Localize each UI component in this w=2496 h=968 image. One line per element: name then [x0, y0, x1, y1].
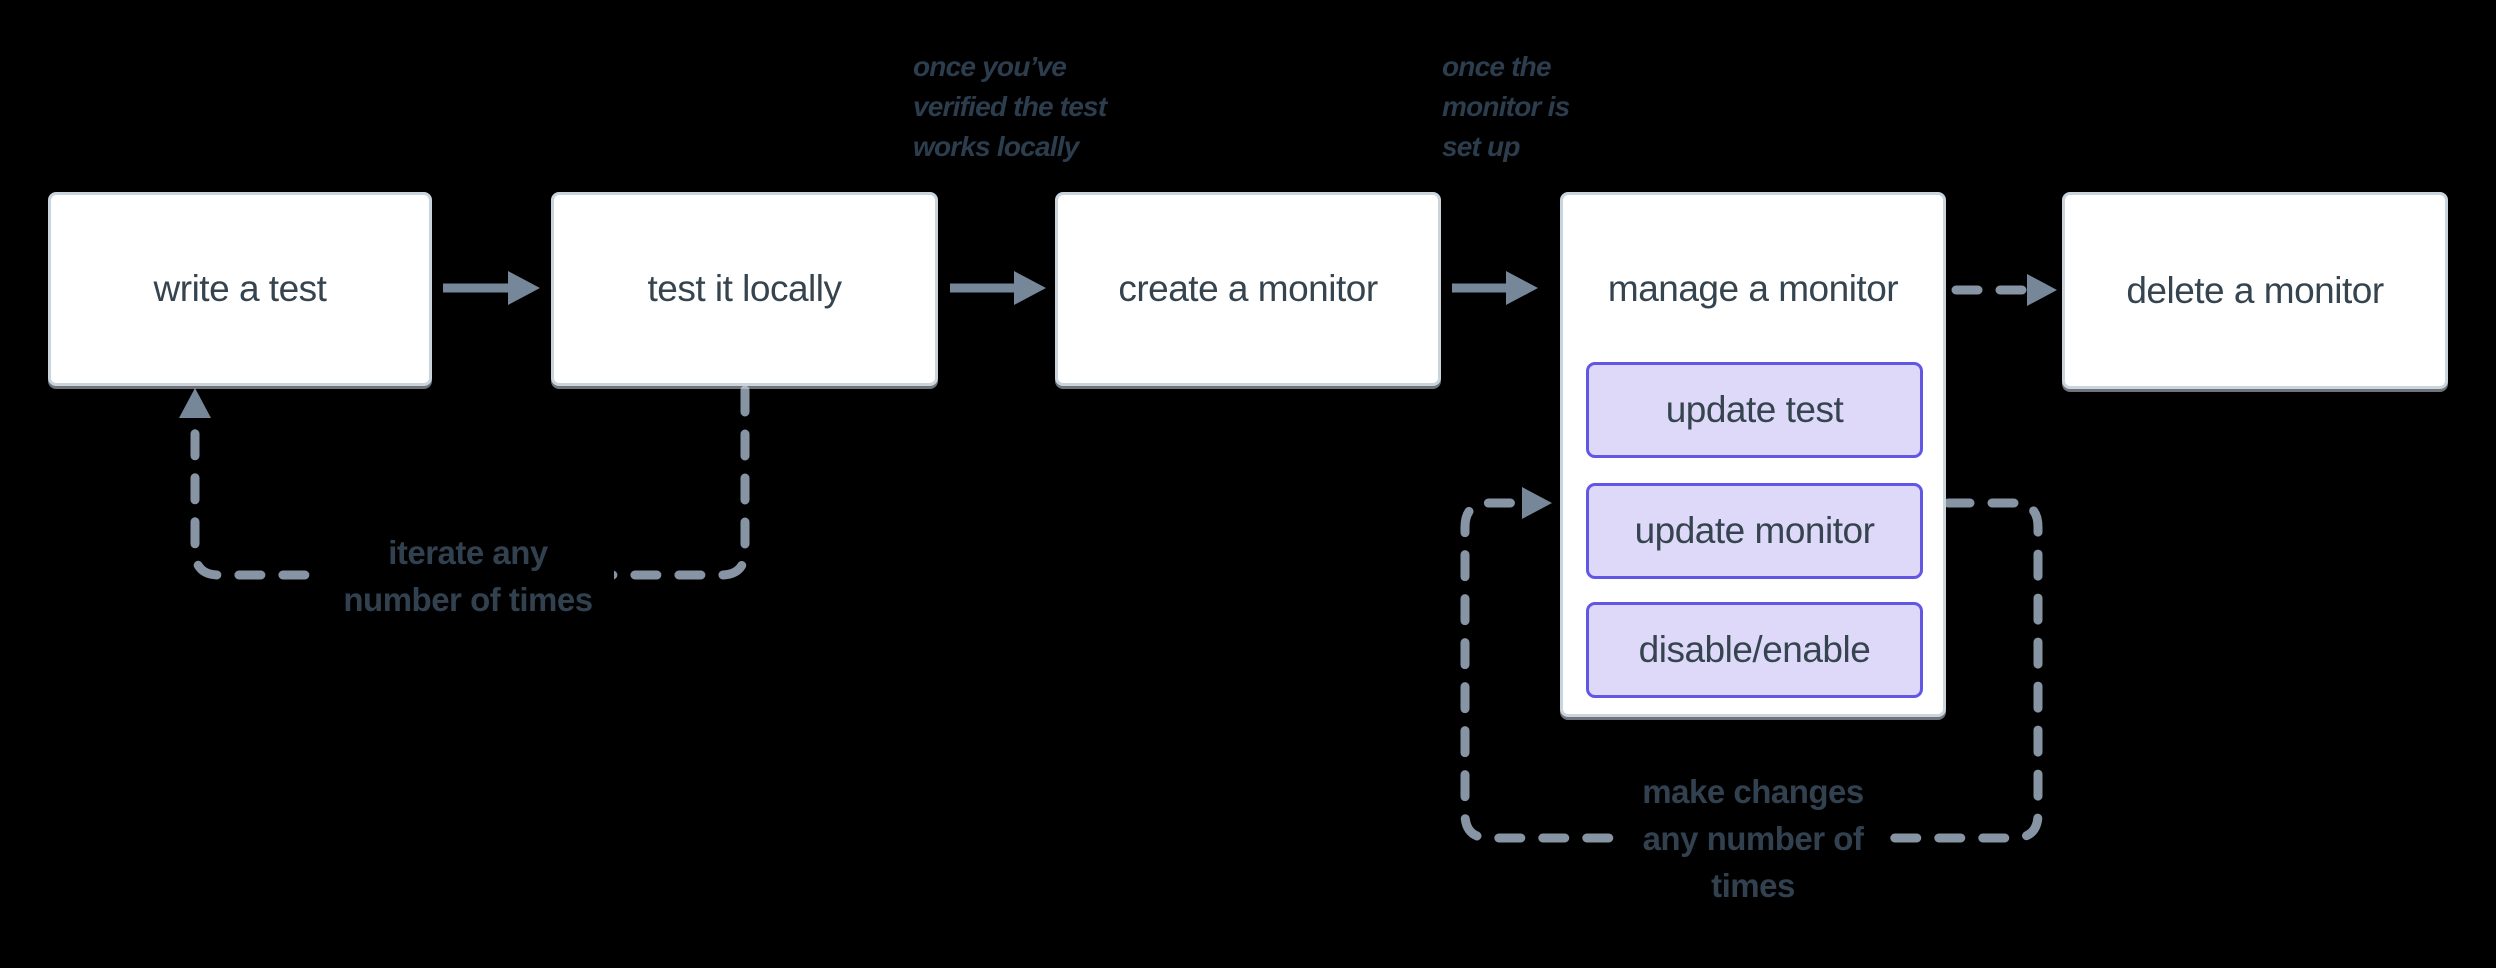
- arrow-create-to-manage: [1452, 271, 1538, 305]
- loop-label-line: times: [1711, 867, 1795, 904]
- arrow-write-to-test: [443, 271, 540, 305]
- annotation-line: monitor is: [1442, 91, 1570, 122]
- dashed-arrow-manage-to-delete: [1951, 274, 2057, 306]
- node-write-a-test: write a test: [48, 192, 432, 386]
- iterate-loop-arrowhead: [179, 388, 211, 418]
- node-manage-a-monitor-label: manage a monitor: [1607, 268, 1899, 309]
- annotation-line: once the: [1442, 51, 1552, 82]
- loop-label-line: iterate any: [388, 534, 548, 571]
- node-disable-enable-label: disable/enable: [1638, 629, 1871, 670]
- annotation-line: works locally: [913, 131, 1079, 162]
- loop-label-line: any number of: [1642, 820, 1864, 857]
- node-update-test: update test: [1586, 362, 1923, 458]
- annotation-once-verified: once you’ve verified the test works loca…: [913, 47, 1107, 167]
- node-write-a-test-label: write a test: [153, 268, 327, 309]
- node-update-monitor: update monitor: [1586, 483, 1923, 579]
- loop-label-line: make changes: [1642, 773, 1864, 810]
- annotation-once-set-up: once the monitor is set up: [1442, 47, 1570, 167]
- node-disable-enable: disable/enable: [1586, 602, 1923, 698]
- node-test-it-locally-label: test it locally: [647, 268, 842, 309]
- node-test-it-locally: test it locally: [551, 192, 938, 386]
- make-changes-loop-path: [1460, 498, 2043, 843]
- node-update-test-label: update test: [1665, 389, 1844, 430]
- make-changes-loop: [1460, 487, 2043, 843]
- annotation-line: set up: [1442, 131, 1520, 162]
- arrow-test-to-create: [950, 271, 1046, 305]
- node-manage-a-monitor: manage a monitor update test update moni…: [1560, 192, 1946, 717]
- make-changes-loop-label: make changes any number of times: [1621, 768, 1885, 909]
- loop-label-line: number of times: [343, 581, 593, 618]
- node-delete-a-monitor-label: delete a monitor: [2126, 269, 2384, 311]
- annotation-line: once you’ve: [913, 51, 1067, 82]
- node-create-a-monitor-label: create a monitor: [1118, 268, 1378, 309]
- iterate-loop-label: iterate any number of times: [322, 529, 614, 623]
- annotation-line: verified the test: [913, 91, 1107, 122]
- node-update-monitor-label: update monitor: [1634, 510, 1875, 551]
- node-create-a-monitor: create a monitor: [1055, 192, 1441, 386]
- node-delete-a-monitor: delete a monitor: [2062, 192, 2448, 389]
- make-changes-loop-arrowhead: [1522, 487, 1552, 519]
- node-manage-a-monitor-title: manage a monitor: [1563, 195, 1943, 383]
